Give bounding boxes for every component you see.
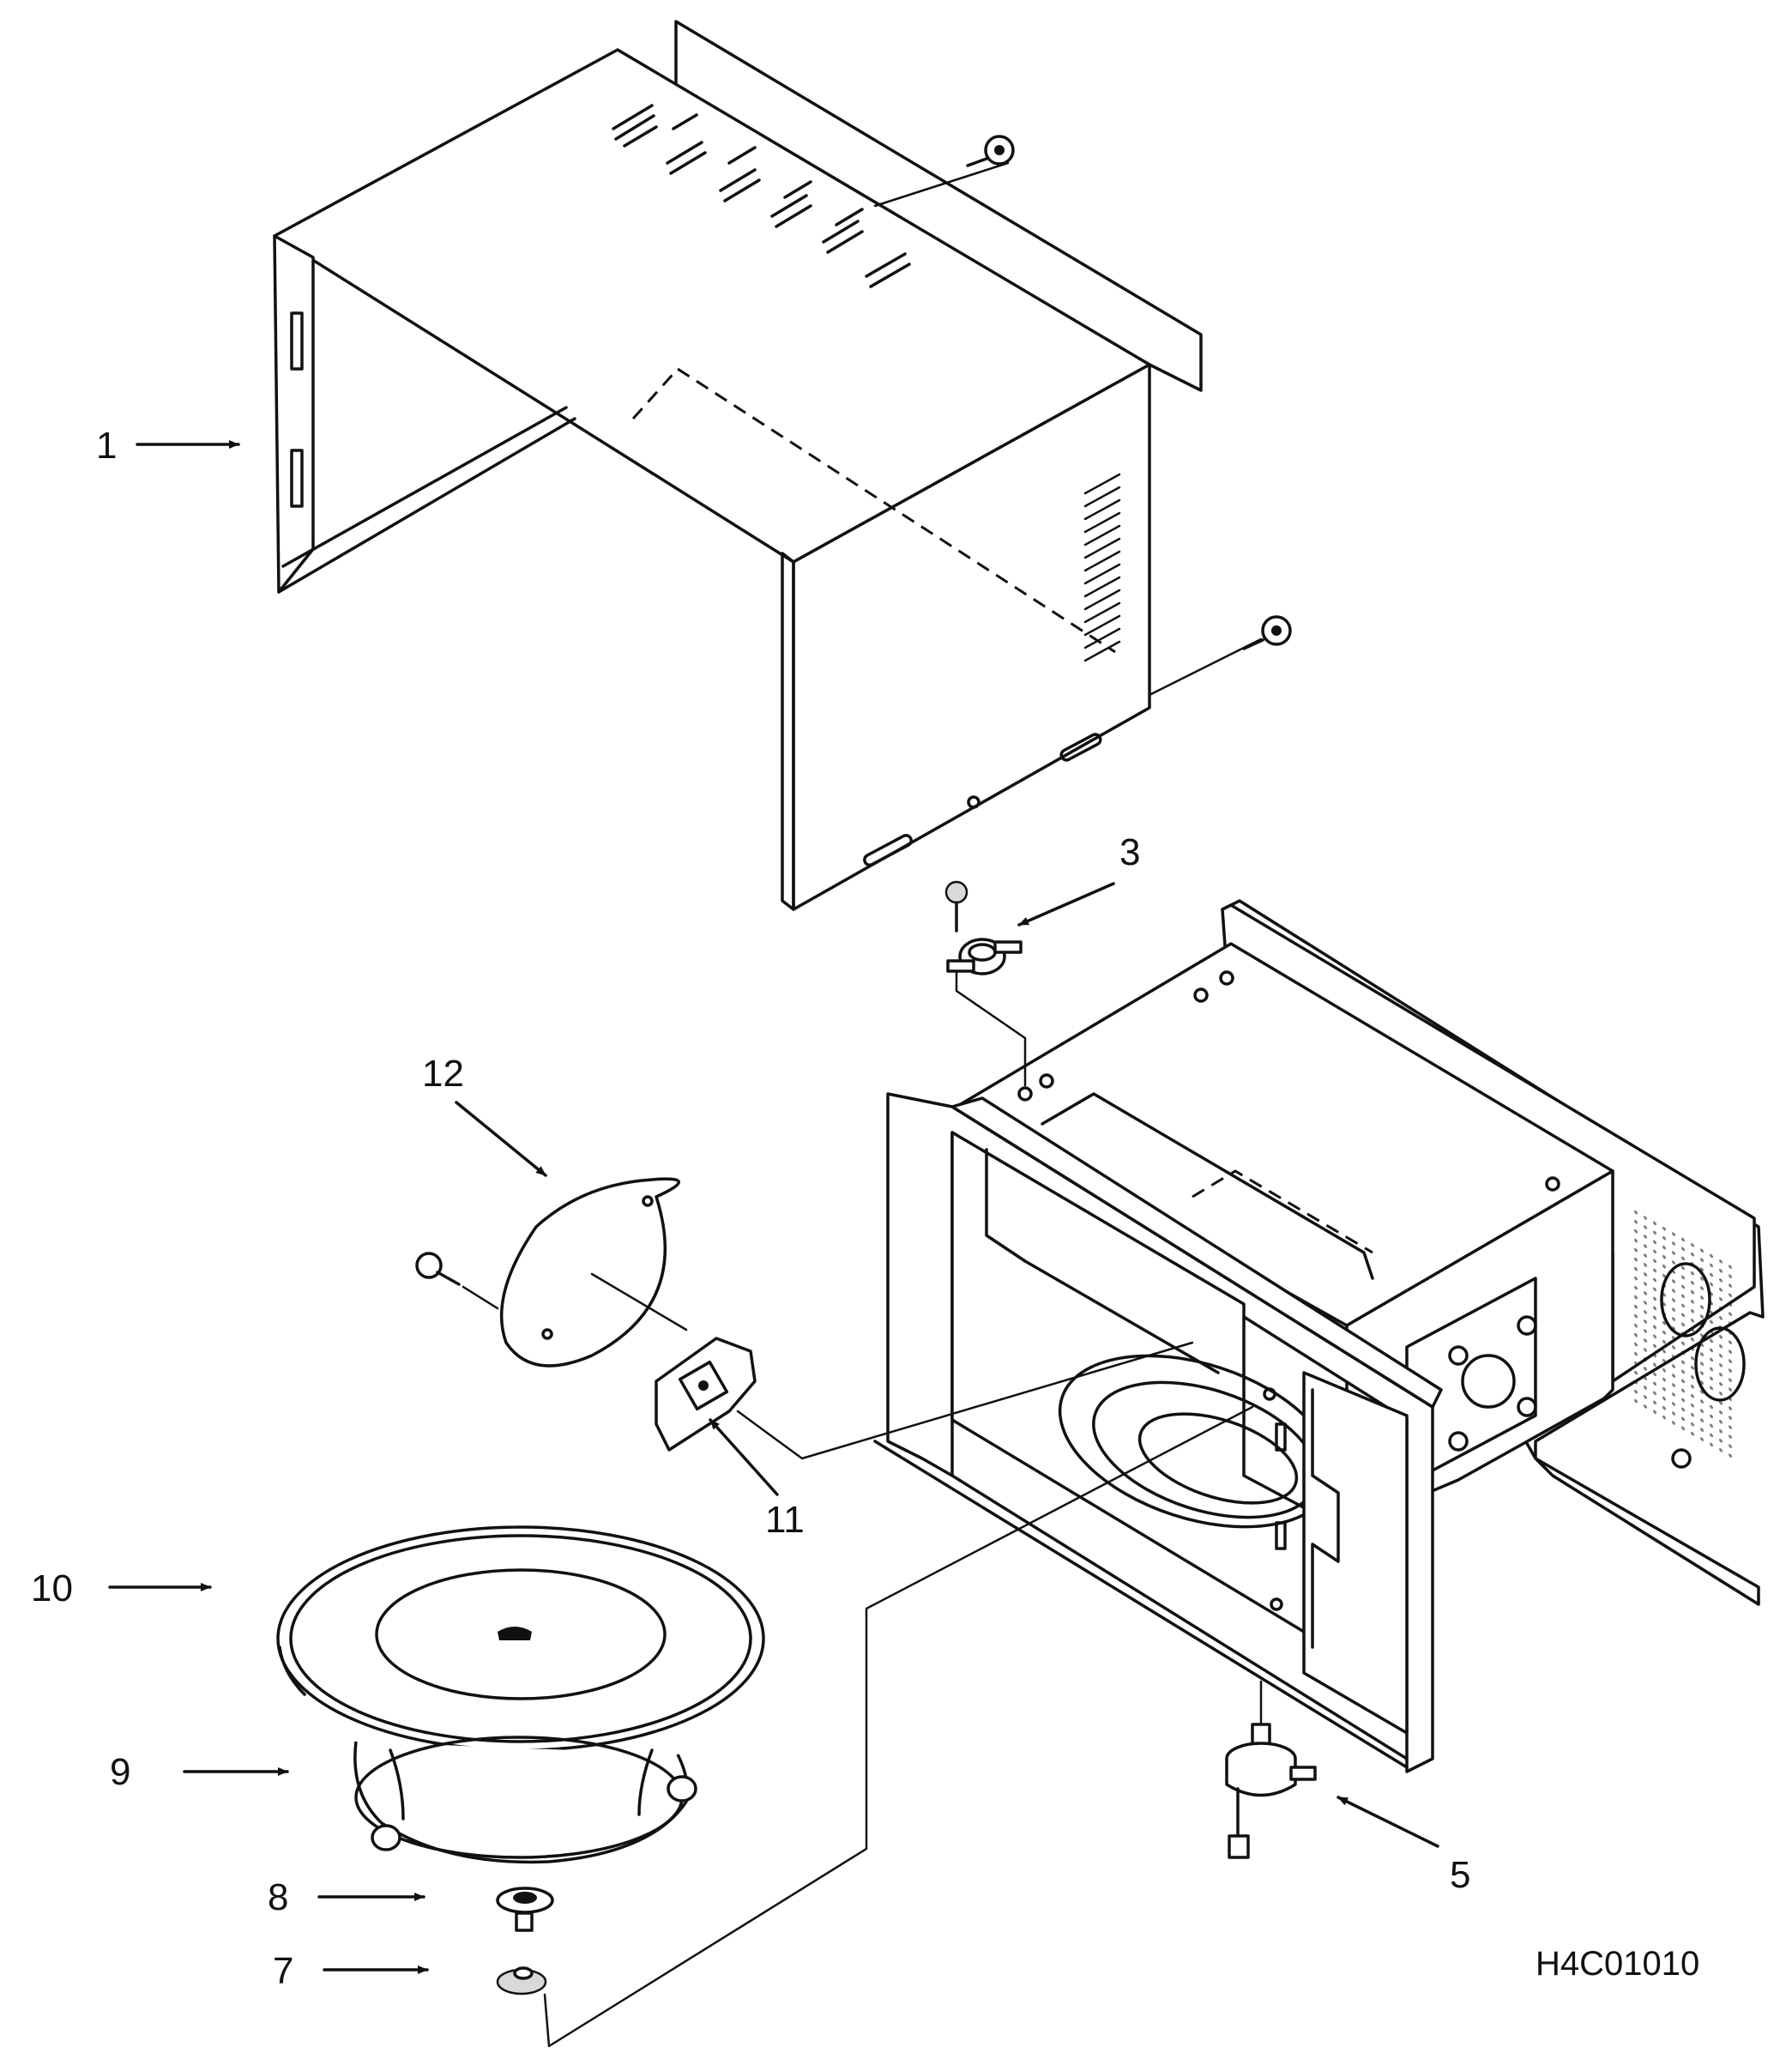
callout-label-9: 9	[110, 1751, 130, 1793]
assembly-centerline	[543, 1405, 1254, 2048]
turntable-motor	[1225, 1680, 1317, 1859]
callout-label-8: 8	[268, 1876, 288, 1918]
cabinet-screw-lower	[1148, 615, 1292, 697]
callout-label-11: 11	[765, 1499, 805, 1541]
drawing-id: H4C01010	[1536, 1945, 1699, 1983]
roller-coupler	[496, 1887, 554, 1932]
stirrer-bracket	[655, 1337, 1194, 1460]
outer-cabinet	[273, 20, 1203, 911]
arrow-part-3	[1017, 882, 1115, 927]
roller-ring	[353, 1736, 697, 1864]
callout-label-7: 7	[273, 1950, 293, 1992]
callout-label-1: 1	[96, 425, 117, 467]
stirrer-cover	[415, 1177, 688, 1368]
arrow-part-11	[709, 1418, 779, 1496]
arrow-part-5	[1336, 1796, 1439, 1848]
thermal-cutout	[944, 880, 1027, 1087]
callout-label-12: 12	[422, 1053, 464, 1095]
cabinet-screw-upper	[873, 135, 1015, 208]
arrow-part-12	[455, 1101, 547, 1177]
callout-arrows	[108, 440, 1439, 1974]
oven-cavity-chassis	[873, 899, 1765, 1773]
turntable-glass	[276, 1525, 765, 1752]
callout-label-3: 3	[1119, 831, 1140, 873]
washer	[496, 1966, 547, 1996]
callout-label-10: 10	[31, 1567, 73, 1609]
callout-label-5: 5	[1450, 1854, 1470, 1896]
